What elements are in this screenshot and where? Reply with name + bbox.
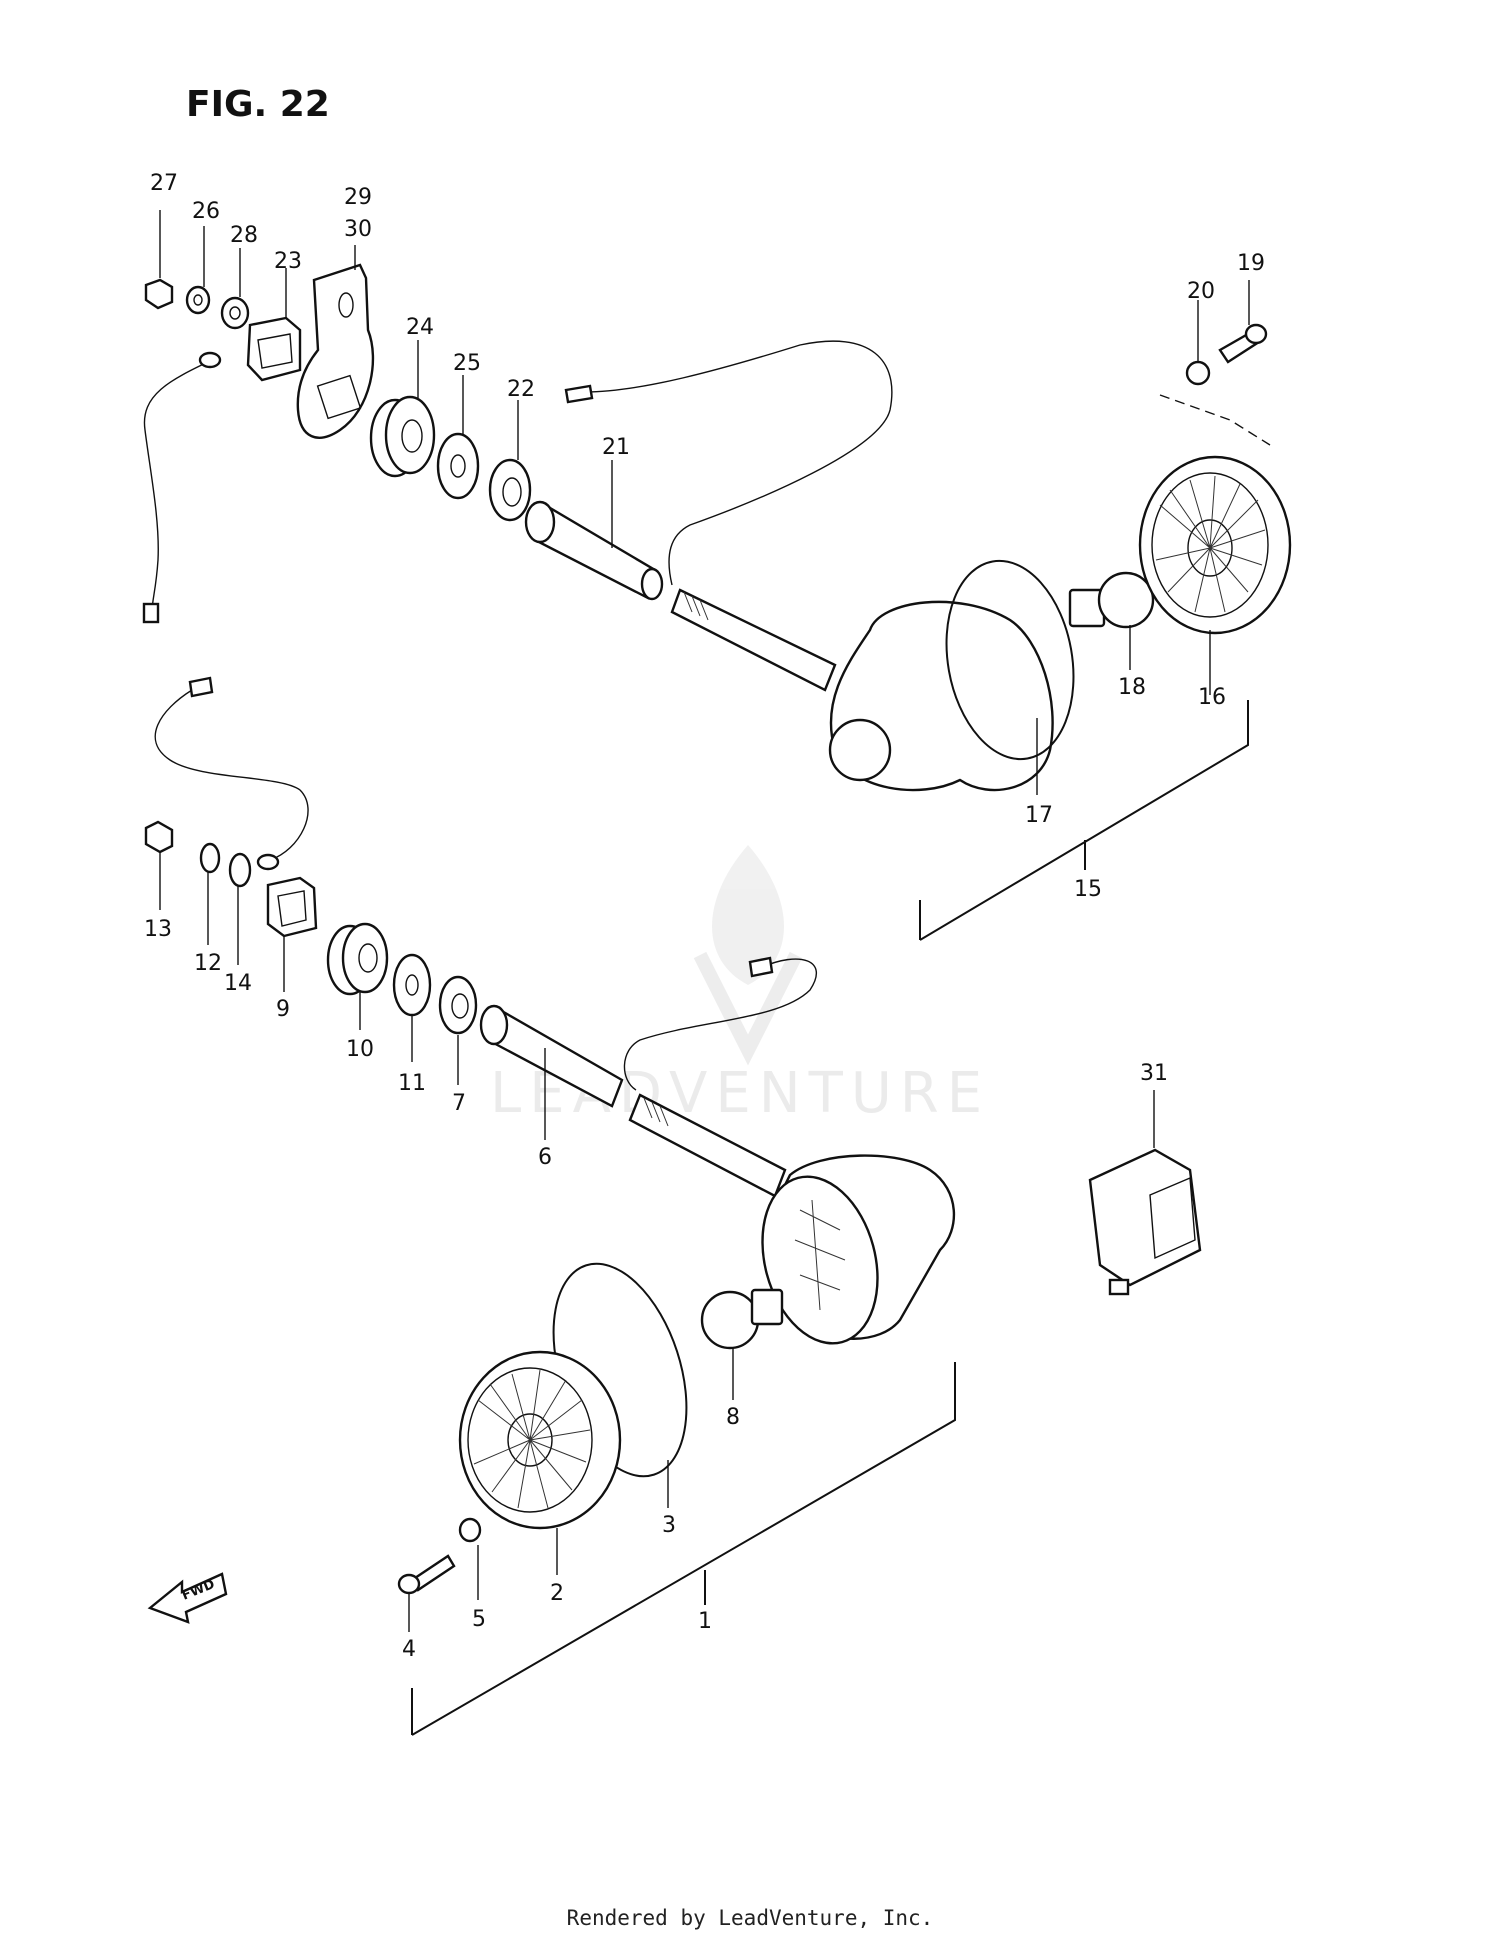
part-9-nut [266,876,318,938]
upper-turn-signal-assembly [142,263,1292,792]
callout-30: 30 [344,217,372,242]
callout-7: 7 [452,1091,466,1116]
upper-left-wire [143,359,213,613]
callout-13: 13 [144,917,172,942]
callout-4: 4 [402,1637,416,1662]
part-26-washer [185,285,211,315]
callout-10: 10 [346,1037,374,1062]
upper-signal-wire [584,340,893,586]
part-22-lockwasher [488,458,532,522]
part-23-nut [246,316,302,382]
callout-3: 3 [662,1513,676,1538]
callout-18: 18 [1118,675,1146,700]
part-28-washer [220,296,250,330]
callout-labels: 27 26 28 23 29 30 24 25 22 21 20 19 18 1… [144,171,1265,1662]
lower-turn-signal-assembly [144,676,1202,1595]
part-31-relay [1088,1148,1202,1287]
lower-left-wire [154,689,309,861]
callout-26: 26 [192,199,220,224]
callout-1: 1 [698,1609,712,1634]
part-12-washer [199,842,221,874]
lower-signal-wire [623,958,817,1091]
fwd-arrow-icon: FWD [147,1572,228,1624]
part-14-washer [228,852,252,888]
callout-6: 6 [538,1145,552,1170]
part-13-nut [144,820,174,854]
callout-31: 31 [1140,1061,1168,1086]
bracket-1 [411,1362,956,1736]
part-29-30-bracket [296,263,375,439]
callout-24: 24 [406,315,434,340]
part-8-bulb [700,1290,760,1350]
callout-20: 20 [1187,279,1215,304]
callout-9: 9 [276,997,290,1022]
callout-25: 25 [453,351,481,376]
callout-16: 16 [1198,685,1226,710]
callout-15: 15 [1074,877,1102,902]
callout-5: 5 [472,1607,486,1632]
part-20-washer [1185,360,1211,386]
upper-left-wire-terminal [142,602,160,624]
callout-2: 2 [550,1581,564,1606]
upper-leader-lines [159,210,1250,941]
bracket-15 [919,700,1249,941]
callout-17: 17 [1025,803,1053,828]
part-25-washer [436,432,480,500]
callout-14: 14 [224,971,252,996]
lower-leader-lines [159,852,1155,1736]
callout-28: 28 [230,223,258,248]
part-11-washer [392,953,432,1017]
callout-21: 21 [602,435,630,460]
callout-8: 8 [726,1405,740,1430]
callout-27: 27 [150,171,178,196]
callout-11: 11 [398,1071,426,1096]
part-27-nut [144,278,174,310]
part-17-gasket [945,559,1075,761]
footer-credit: Rendered by LeadVenture, Inc. [566,1906,934,1930]
watermark: LEADVENTURE [490,845,982,1126]
callout-22: 22 [507,377,535,402]
part-2-lens [458,1350,622,1530]
callout-12: 12 [194,951,222,976]
callout-29: 29 [344,185,372,210]
figure-title: FIG. 22 [186,84,330,125]
callout-19: 19 [1237,251,1265,276]
part-5-washer [458,1517,482,1543]
callout-23: 23 [274,249,302,274]
upper-stalk [670,588,837,692]
part-7-lockwasher [438,975,478,1035]
